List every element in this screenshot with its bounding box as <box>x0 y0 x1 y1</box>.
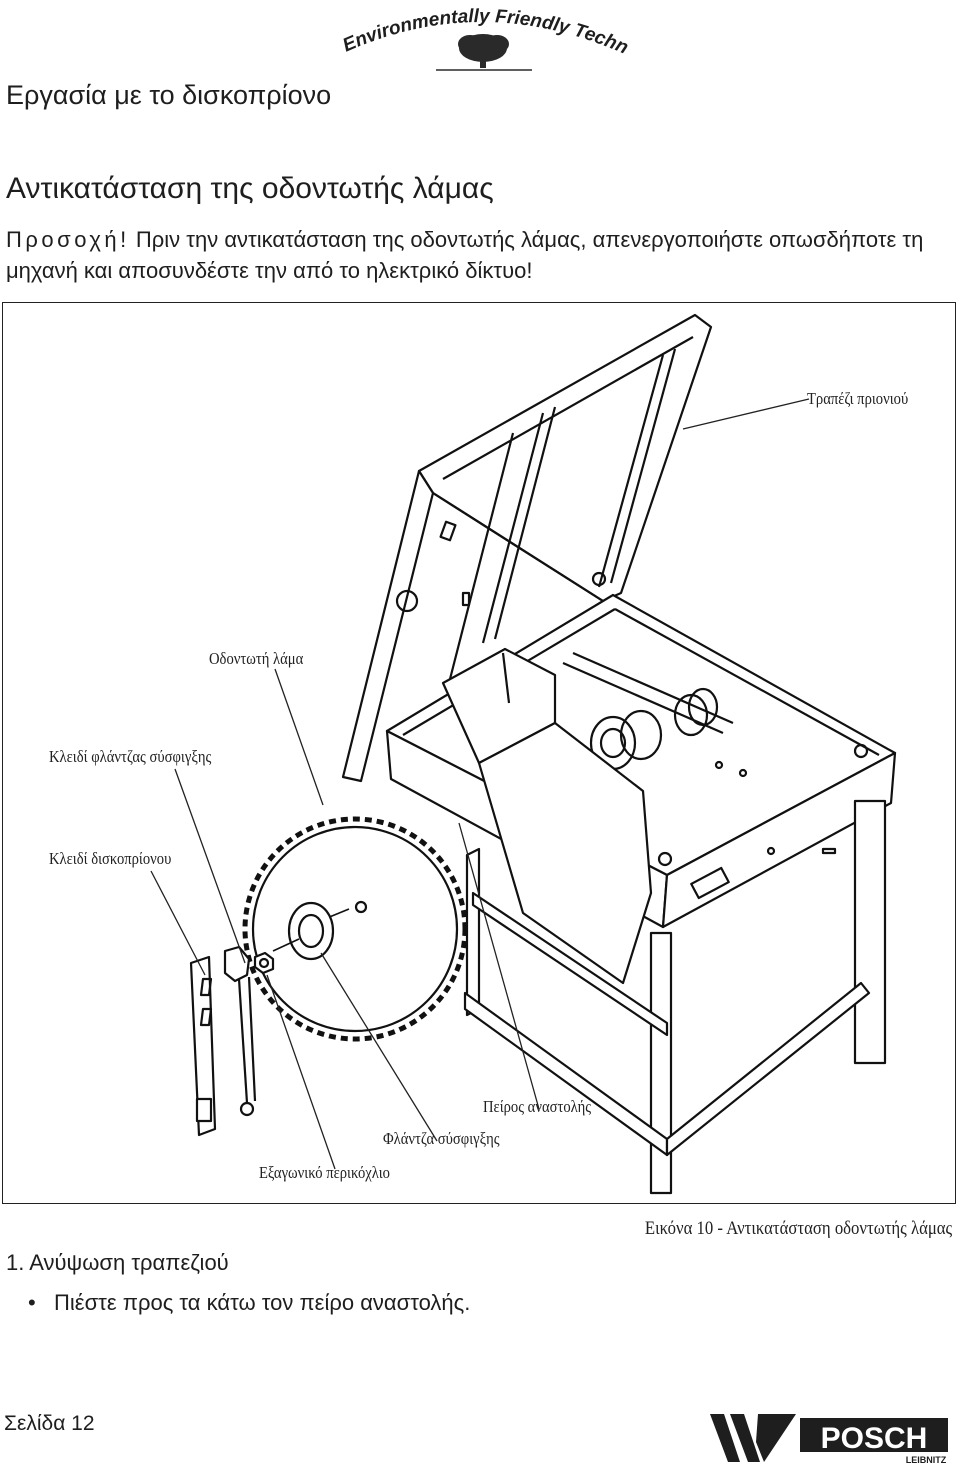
tree-icon <box>436 34 532 71</box>
saw-key-drawing <box>189 955 217 1137</box>
machine-body-drawing <box>385 593 897 985</box>
brand-logo-text: POSCH <box>821 1422 928 1455</box>
callout-saw-table: Τραπέζι πριονιού <box>807 389 909 408</box>
machine-legs-drawing <box>463 799 887 1195</box>
saw-machine-illustration <box>150 313 897 1195</box>
flange-key-drawing <box>223 945 257 1117</box>
callout-flange-key: Κλειδί φλάντζας σύσφιγξης <box>49 747 212 766</box>
step-bullet-text: Πιέστε προς τα κάτω τον πείρο αναστολής. <box>54 1290 471 1315</box>
hex-nut-drawing <box>253 951 275 975</box>
step-title: 1. Ανύψωση τραπεζιού <box>6 1250 229 1275</box>
posch-logo: POSCH LEIBNITZ <box>700 1412 956 1469</box>
saw-blade-drawing <box>242 816 468 1042</box>
bullet-icon: • <box>28 1290 36 1315</box>
step-bullet-item: • Πιέστε προς τα κάτω τον πείρο αναστολής… <box>28 1290 470 1316</box>
clamp-flange-drawing <box>272 901 335 961</box>
page-number: Σελίδα 12 <box>4 1412 95 1435</box>
posch-w-mark <box>710 1414 796 1462</box>
figure-frame: Τραπέζι πριονιού Οδοντωτή λάμα Κλειδί φλ… <box>2 302 956 1204</box>
callout-saw-key: Κλειδί δισκοπρίονου <box>49 849 172 868</box>
callout-saw-blade: Οδοντωτή λάμα <box>209 649 304 668</box>
brand-sub-text: LEIBNITZ <box>906 1455 947 1464</box>
section-title: Εργασία με το δισκοπρίονο <box>6 80 332 110</box>
warning-paragraph: Προσοχή! Πριν την αντικατάσταση της οδον… <box>6 224 956 286</box>
saw-table-drawing <box>341 313 713 783</box>
page-heading: Αντικατάσταση της οδοντωτής λάμας <box>6 172 494 205</box>
callout-clamp-flange: Φλάντζα σύσφιγξης <box>383 1129 500 1148</box>
figure-caption: Εικόνα 10 - Αντικατάσταση οδοντωτής λάμα… <box>644 1218 952 1239</box>
warning-text: Πριν την αντικατάσταση της οδοντωτής λάμ… <box>6 227 924 283</box>
callout-hex-nut: Εξαγωνικό περικόχλιο <box>259 1163 390 1182</box>
callout-stop-pin: Πείρος αναστολής <box>483 1097 592 1116</box>
brand-tagline-logo: Environmentally Friendly Technology <box>333 0 631 81</box>
warning-label: Προσοχή! <box>6 227 130 252</box>
